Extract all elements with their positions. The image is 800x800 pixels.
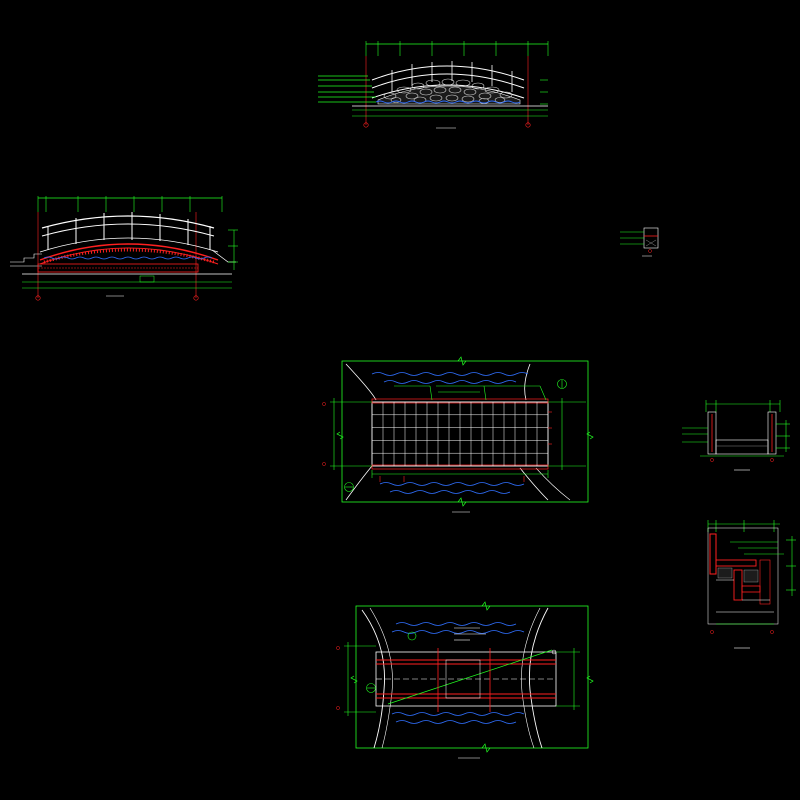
small-detail [620, 227, 659, 257]
bridge-deck-plan [322, 356, 594, 513]
abutment-elevation [682, 400, 790, 471]
bridge-foundation-plan [336, 601, 594, 759]
abutment-section [707, 520, 796, 649]
stone-arch-bridge-elevation [318, 41, 549, 129]
arch-bridge-elevation [10, 196, 238, 301]
